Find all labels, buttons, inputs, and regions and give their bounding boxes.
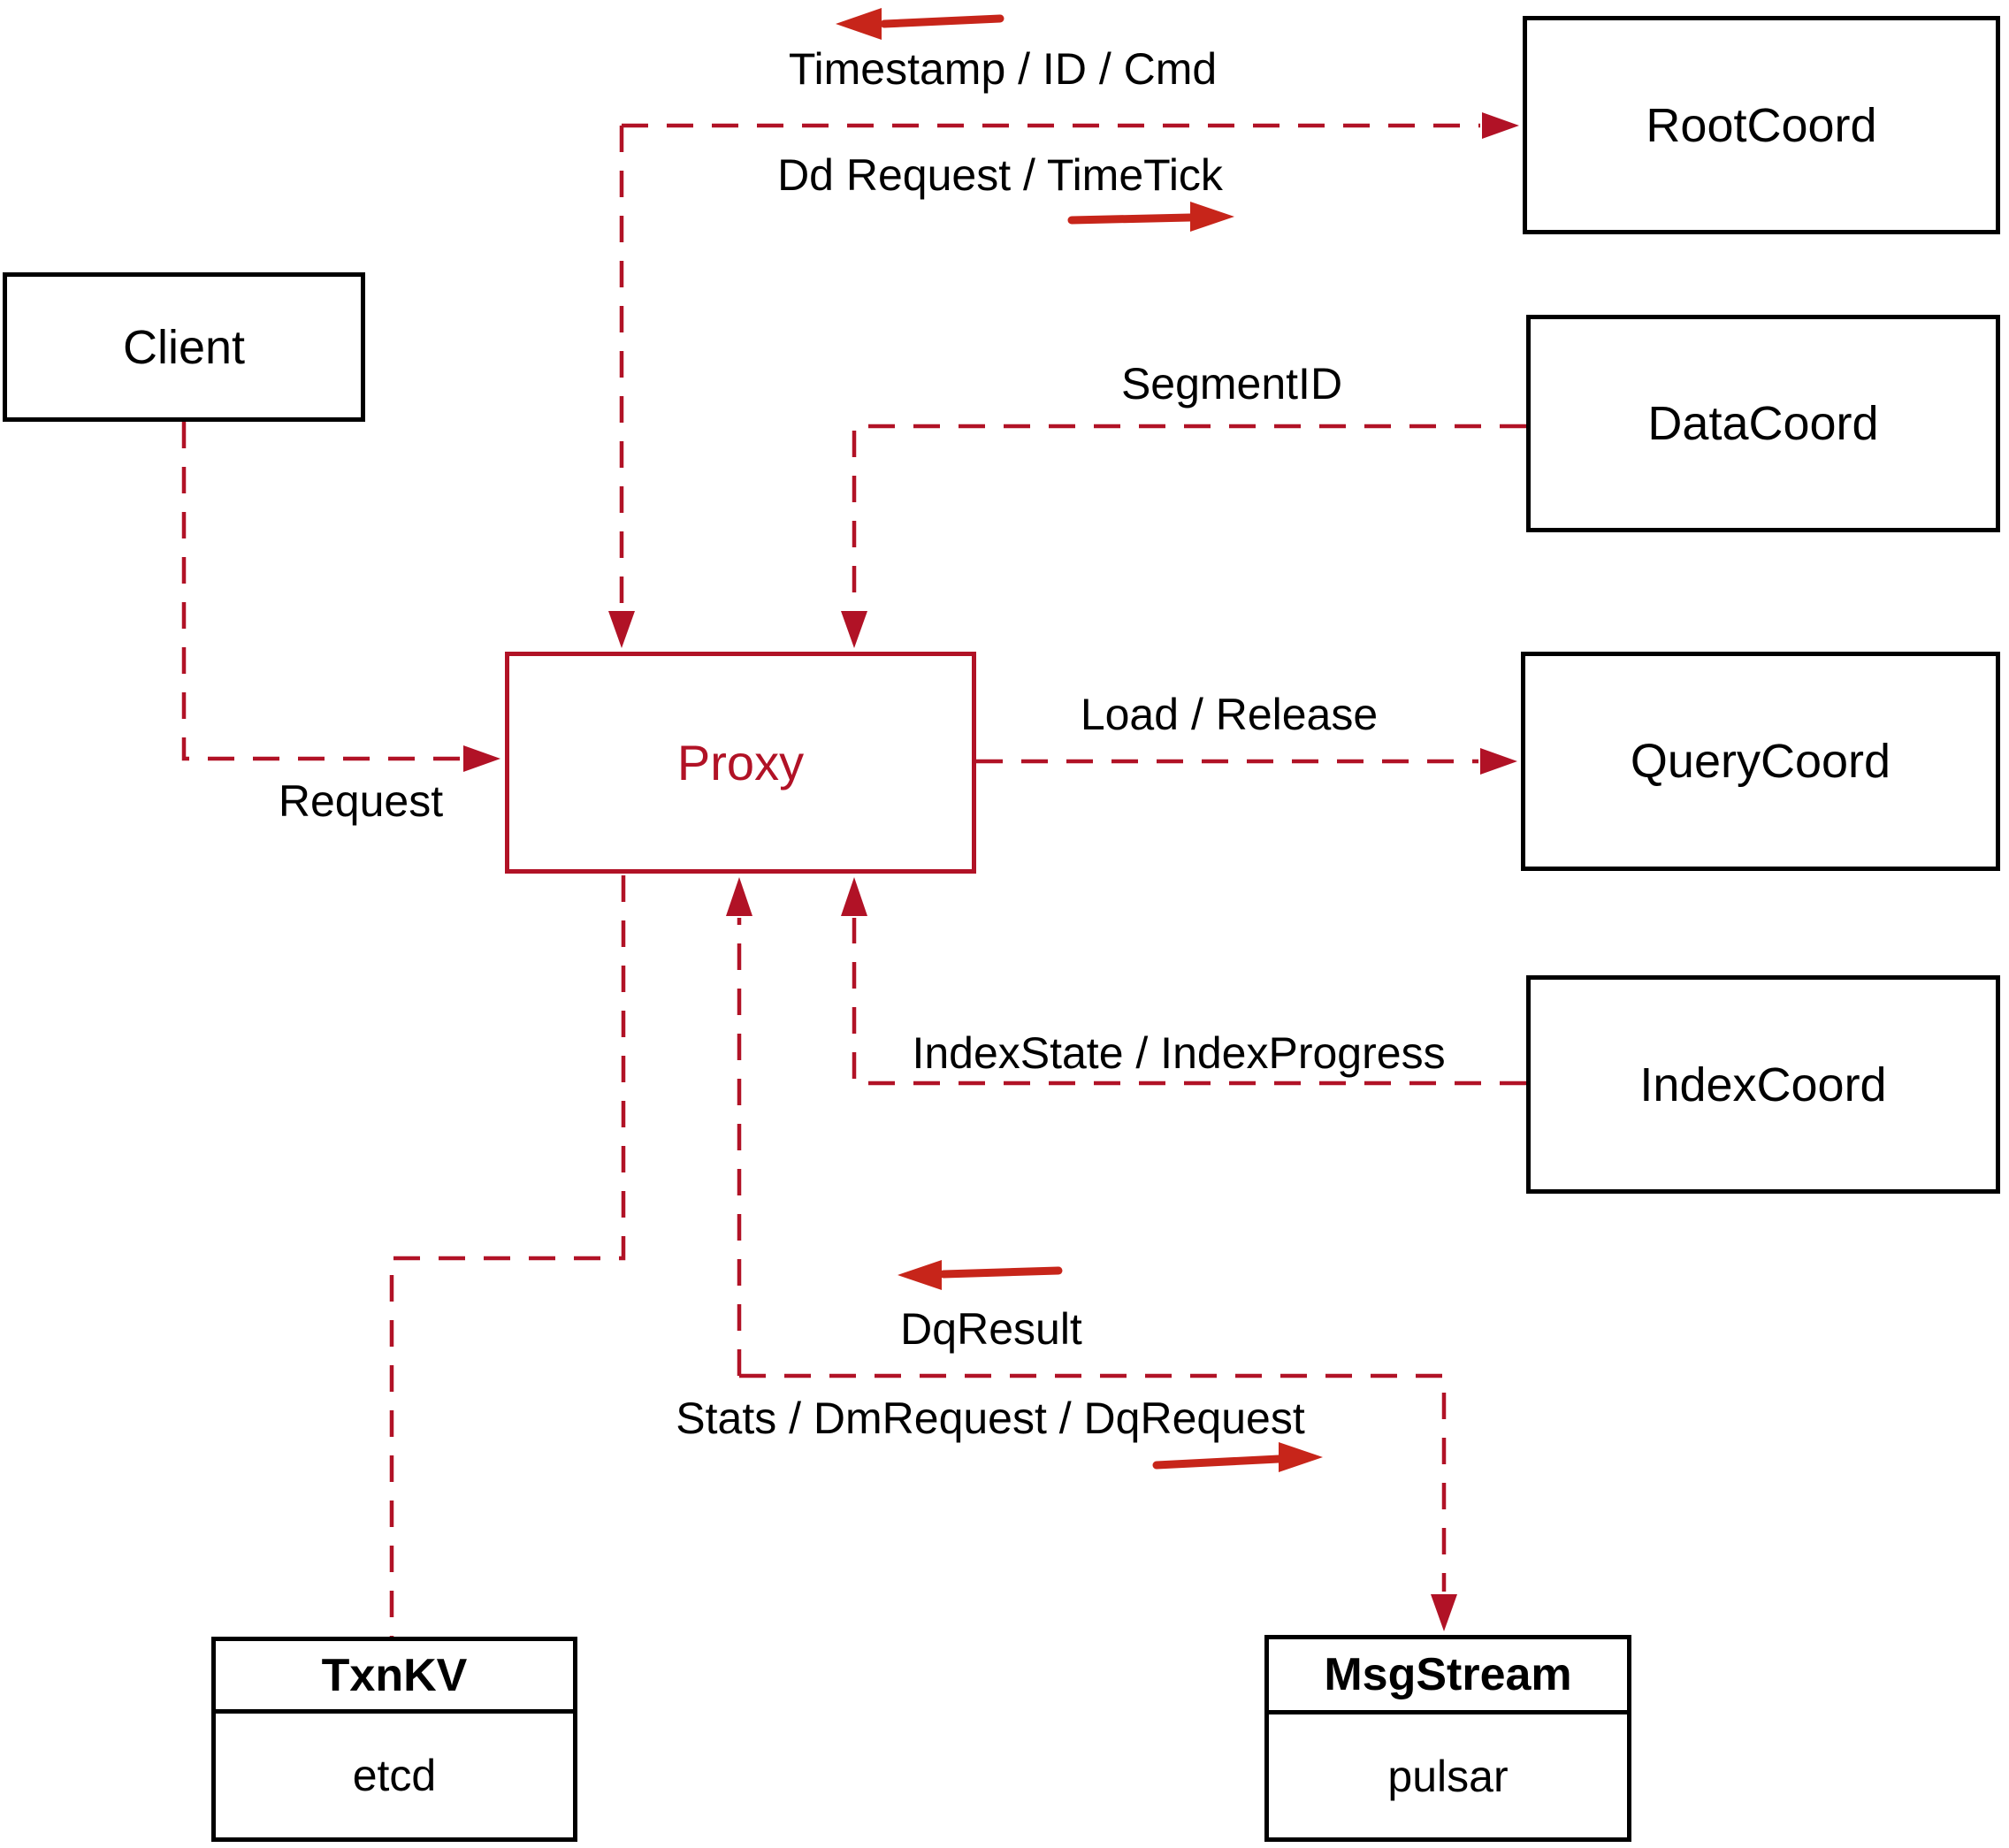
- node-msgstream-body: pulsar: [1387, 1751, 1509, 1801]
- edge-label-dq-result: DqResult: [900, 1304, 1082, 1354]
- node-rootcoord: RootCoord: [1523, 16, 2000, 234]
- node-client: Client: [3, 272, 365, 422]
- node-txnkv-body: etcd: [352, 1751, 437, 1800]
- node-indexcoord-label: IndexCoord: [1639, 1058, 1887, 1111]
- node-proxy: Proxy: [505, 652, 976, 874]
- connector-indexcoord-proxy: [852, 918, 1526, 1086]
- node-msgstream: MsgStream pulsar: [1264, 1635, 1631, 1842]
- arrowhead-into-querycoord-icon: [1480, 748, 1517, 775]
- node-datacoord: DataCoord: [1526, 315, 2000, 532]
- node-txnkv: TxnKV etcd: [211, 1637, 577, 1842]
- node-proxy-label: Proxy: [676, 735, 805, 790]
- node-msgstream-title: MsgStream: [1269, 1639, 1627, 1714]
- arrowhead-into-msgstream-icon: [1431, 1594, 1457, 1631]
- node-indexcoord: IndexCoord: [1526, 975, 2000, 1194]
- connector-proxy-txnkv: [389, 875, 626, 1637]
- edge-label-index-state: IndexState / IndexProgress: [912, 1028, 1446, 1078]
- connector-proxy-msgstream: [739, 1373, 1447, 1592]
- edge-label-dd-request: Dd Request / TimeTick: [777, 150, 1223, 200]
- arrow-right-icon-stats: [1152, 1442, 1323, 1472]
- arrow-left-icon-timestamp: [836, 8, 1004, 40]
- arrowhead-into-proxy-top-left-icon: [608, 611, 635, 648]
- edge-label-stats: Stats / DmRequest / DqRequest: [676, 1394, 1305, 1443]
- edge-label-request: Request: [278, 776, 444, 826]
- edge-label-segment-id: SegmentID: [1120, 359, 1343, 409]
- node-txnkv-title: TxnKV: [216, 1641, 573, 1714]
- connector-datacoord-proxy: [852, 424, 1526, 608]
- arrowhead-into-proxy-left-icon: [463, 745, 500, 772]
- arrowhead-into-proxy-bottom-mid-icon: [726, 877, 752, 916]
- node-querycoord-label: QueryCoord: [1630, 735, 1891, 788]
- edge-label-load-release: Load / Release: [1080, 690, 1379, 739]
- connector-client-proxy: [181, 422, 462, 761]
- node-datacoord-label: DataCoord: [1647, 397, 1879, 450]
- arrowhead-into-rootcoord-icon: [1482, 112, 1519, 139]
- arrow-left-icon-dqresult: [898, 1260, 1063, 1290]
- arrowhead-into-proxy-bottom-right-icon: [841, 877, 867, 916]
- node-querycoord: QueryCoord: [1521, 652, 2000, 871]
- arrow-right-icon-ddrequest: [1067, 202, 1234, 232]
- node-rootcoord-label: RootCoord: [1646, 98, 1877, 152]
- edge-label-timestamp: Timestamp / ID / Cmd: [788, 44, 1218, 94]
- arrowhead-into-proxy-top-right-icon: [841, 611, 867, 648]
- node-client-label: Client: [122, 320, 246, 374]
